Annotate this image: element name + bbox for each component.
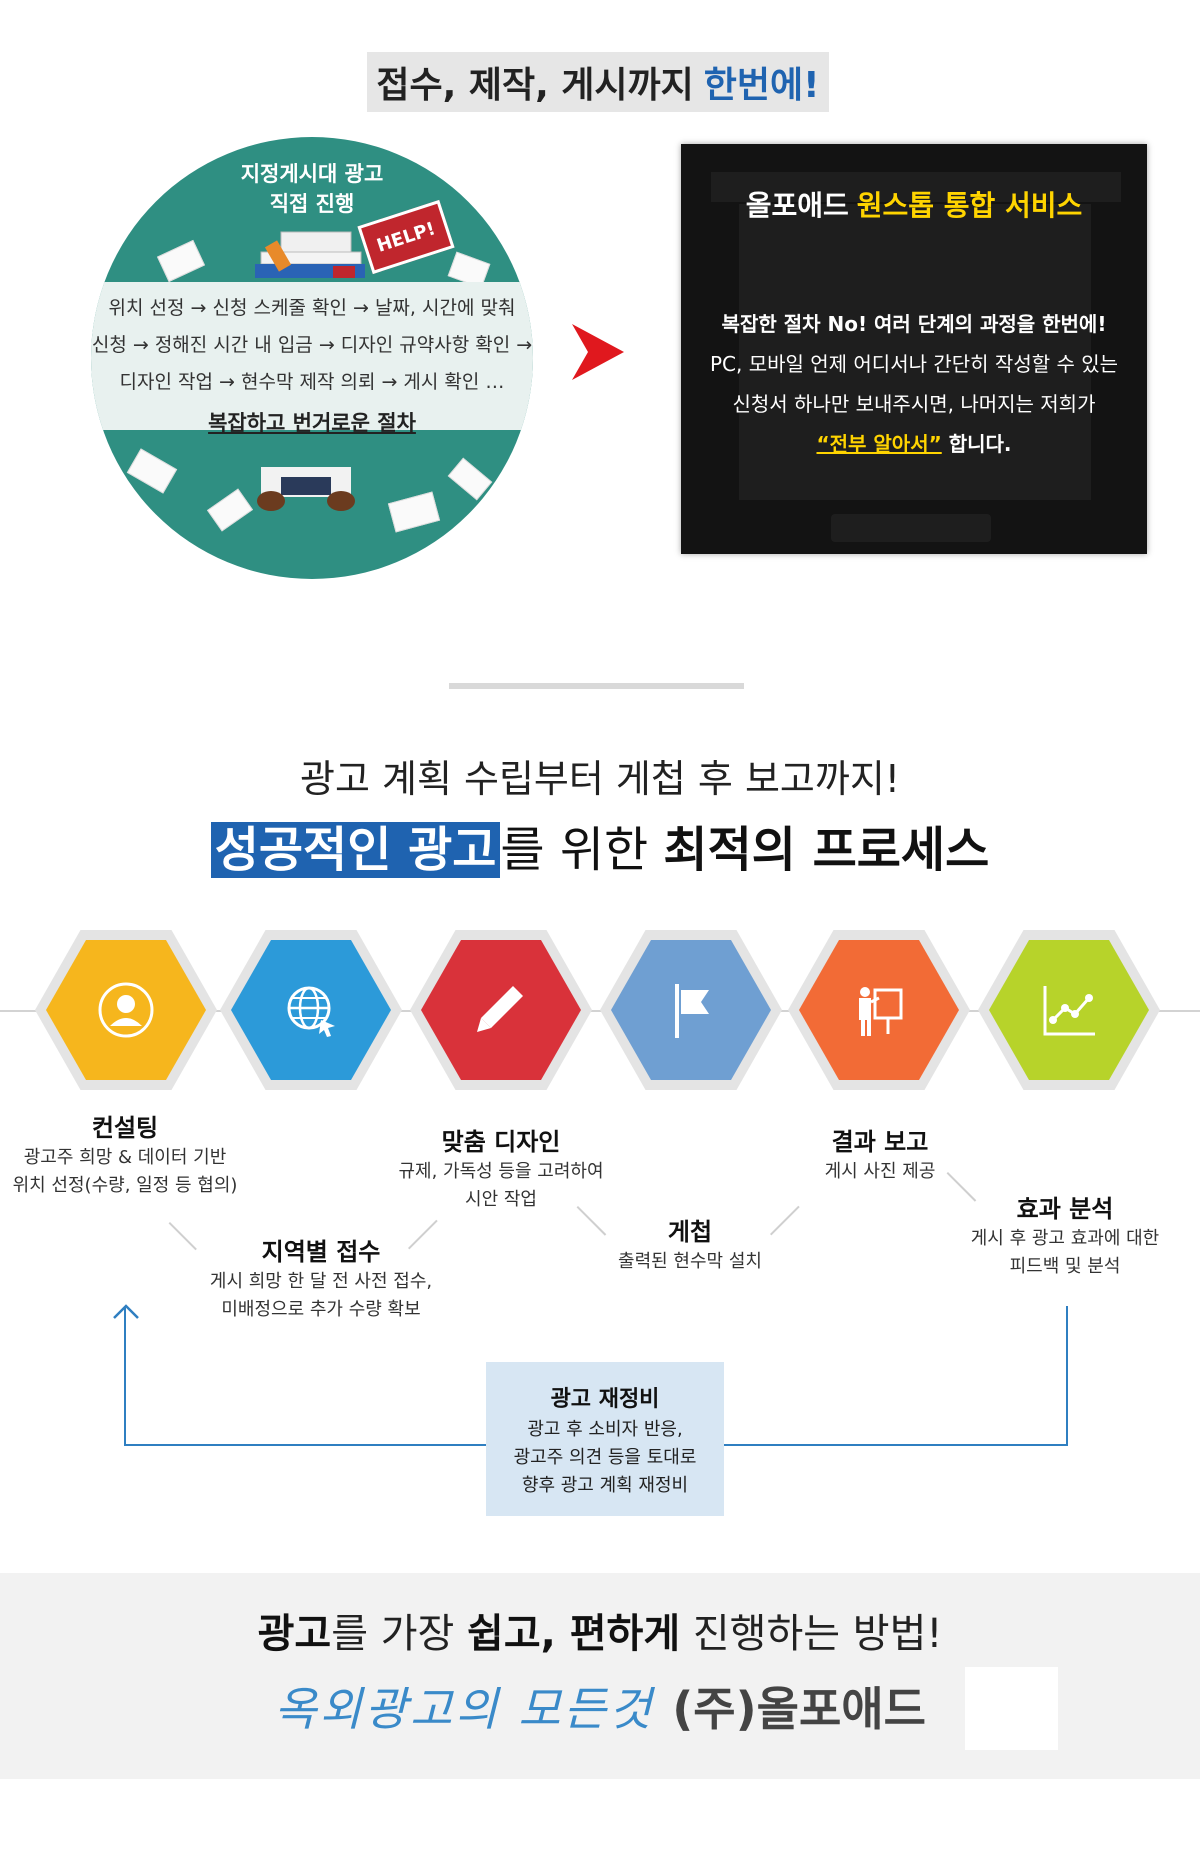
service-title-highlight: 원스톱 통합 서비스 (856, 189, 1083, 222)
rebuild-box: 광고 재정비 광고 후 소비자 반응, 광고주 의견 등을 토대로 향후 광고 … (486, 1362, 724, 1516)
step-report: 결과 보고 게시 사진 제공 (780, 1126, 980, 1186)
step-desc: 피드백 및 분석 (1009, 1256, 1121, 1277)
feedback-loop-line (124, 1308, 126, 1446)
top-banner-highlight: 한번에! (703, 65, 820, 106)
step-title: 효과 분석 (1016, 1195, 1114, 1223)
step-desc: 게시 희망 한 달 전 사전 접수, (209, 1271, 433, 1292)
circle-text-band (91, 282, 533, 430)
arrow-up-icon (113, 1304, 139, 1319)
company-name: (주)올포애드 (672, 1682, 926, 1736)
service-line: 복잡한 절차 No! 여러 단계의 과정을 한번에! (721, 312, 1107, 336)
presenter-icon (859, 987, 903, 1036)
service-line-highlight: “전부 알아서” (816, 432, 942, 456)
step-title: 맞춤 디자인 (441, 1128, 561, 1156)
process-subheading: 광고 계획 수립부터 게첩 후 보고까지! (299, 757, 901, 801)
help-sign-text: HELP! (374, 217, 438, 257)
paper-sheet (447, 457, 493, 501)
hexagon-consulting (35, 930, 217, 1090)
step-region: 지역별 접수 게시 희망 한 달 전 사전 접수, 미배정으로 추가 수량 확보 (190, 1236, 452, 1324)
arrow-right-icon (572, 324, 624, 380)
feedback-loop-line (124, 1444, 486, 1446)
step-consulting: 컨설팅 광고주 희망 & 데이터 기반 위치 선정(수량, 일정 등 협의) (0, 1112, 250, 1200)
screen-overlay (681, 144, 1147, 554)
flow-line (0, 1010, 1200, 1012)
brand-script: 옥외광고의 모든것 (274, 1682, 655, 1736)
step-title: 게첩 (667, 1218, 713, 1246)
step-post: 게첩 출력된 현수막 설치 (590, 1216, 790, 1276)
process-heading-mid: 를 위한 (500, 822, 664, 878)
rebuild-desc: 광고주 의견 등을 토대로 (513, 1447, 697, 1468)
circle-title: 지정게시대 광고 직접 진행 (91, 159, 533, 219)
section-divider (449, 683, 744, 689)
rebuild-desc: 광고 후 소비자 반응, (527, 1419, 683, 1440)
paper-sheet (156, 239, 206, 283)
person-legs-icon (257, 467, 355, 511)
procedure-steps: 위치 선정 → 신청 스케줄 확인 → 날짜, 시간에 맞춰 신청 → 정해진 … (91, 290, 533, 401)
rebuild-title: 광고 재정비 (550, 1387, 660, 1412)
hexagon-design (410, 930, 592, 1090)
procedure-step-line: 신청 → 정해진 시간 내 입금 → 디자인 규약사항 확인 → (91, 334, 533, 356)
flag-icon (675, 984, 709, 1038)
hexagon-report (788, 930, 970, 1090)
hexagon-fill (46, 940, 206, 1080)
step-desc: 미배정으로 추가 수량 확보 (221, 1299, 421, 1320)
hexagon-region (220, 930, 402, 1090)
process-heading-bold: 최적의 프로세스 (663, 822, 990, 878)
complex-procedure-circle: HELP! 지정게시대 광고 직접 진행 위치 선정 → 신청 스케줄 확인 →… (91, 137, 533, 579)
service-line-rest: 합니다. (941, 432, 1012, 456)
service-line: PC, 모바일 언제 어디서나 간단히 작성할 수 있는 (709, 352, 1119, 376)
slogan-text: 진행하는 방법! (680, 1611, 943, 1657)
step-desc: 광고주 희망 & 데이터 기반 (23, 1147, 227, 1168)
hexagon-analysis (978, 930, 1160, 1090)
step-desc: 규제, 가독성 등을 고려하여 (398, 1161, 604, 1182)
step-desc: 게시 사진 제공 (824, 1161, 936, 1182)
feedback-loop-line (724, 1444, 1068, 1446)
complex-procedure-emphasis: 복잡하고 번거로운 절차 (208, 411, 416, 435)
procedure-step-line: 디자인 작업 → 현수막 제작 의뢰 → 게시 확인 … (119, 371, 505, 393)
paper-sheet (126, 448, 178, 494)
slogan-bold: 쉽고, 편하게 (467, 1611, 681, 1657)
hexagon-post (600, 930, 782, 1090)
step-title: 컨설팅 (91, 1114, 159, 1142)
process-heading: 성공적인 광고를 위한 최적의 프로세스 (0, 810, 1200, 880)
step-desc: 위치 선정(수량, 일정 등 협의) (12, 1175, 238, 1196)
service-line: 신청서 하나만 보내주시면, 나머지는 저희가 (732, 392, 1096, 416)
slogan-text: 를 가장 (331, 1611, 468, 1657)
rebuild-desc: 향후 광고 계획 재정비 (521, 1475, 689, 1496)
person-icon (98, 982, 154, 1038)
step-design: 맞춤 디자인 규제, 가독성 등을 고려하여 시안 작업 (376, 1126, 626, 1214)
step-desc: 게시 후 광고 효과에 대한 (970, 1228, 1160, 1249)
hexagon-fill (231, 940, 391, 1080)
globe-icon (287, 986, 335, 1037)
hexagon-fill (611, 940, 771, 1080)
service-line: “전부 알아서” 합니다. (681, 428, 1147, 457)
service-title-brand: 올포애드 (745, 189, 849, 222)
top-banner: 접수, 제작, 게시까지 한번에! (367, 52, 829, 112)
hexagon-fill (799, 940, 959, 1080)
white-patch (965, 1667, 1058, 1750)
bottom-brand: 옥외광고의 모든것 (주)올포애드 (0, 1673, 1200, 1739)
step-desc: 출력된 현수막 설치 (618, 1251, 762, 1272)
step-analysis: 효과 분석 게시 후 광고 효과에 대한 피드백 및 분석 (945, 1193, 1185, 1281)
circle-title-line1: 지정게시대 광고 (240, 162, 384, 186)
pencil-icon (477, 986, 523, 1032)
step-title: 지역별 접수 (261, 1238, 381, 1266)
line-chart-icon (1043, 986, 1095, 1036)
paper-sheet (387, 491, 441, 533)
slogan-bold: 광고 (257, 1611, 332, 1657)
hexagon-fill (421, 940, 581, 1080)
top-banner-text: 접수, 제작, 게시까지 (376, 65, 694, 106)
step-title: 결과 보고 (831, 1128, 929, 1156)
process-heading-highlight: 성공적인 광고 (210, 822, 501, 878)
circle-title-line2: 직접 진행 (269, 192, 355, 216)
folder-stack-icon (255, 231, 365, 278)
feedback-loop-line (1066, 1306, 1068, 1446)
bottom-slogan: 광고를 가장 쉽고, 편하게 진행하는 방법! (0, 1601, 1200, 1659)
procedure-step-line: 위치 선정 → 신청 스케줄 확인 → 날짜, 시간에 맞춰 (108, 297, 516, 319)
hexagon-fill (989, 940, 1149, 1080)
step-desc: 시안 작업 (465, 1189, 537, 1210)
